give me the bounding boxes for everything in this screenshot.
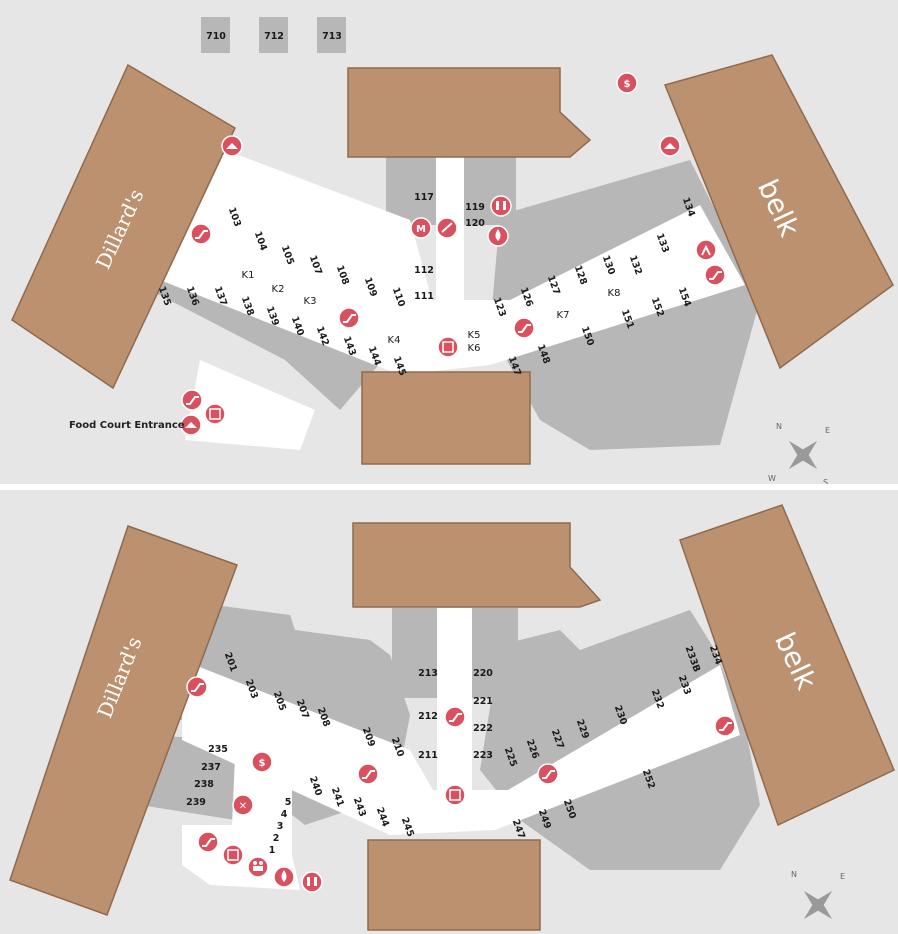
water-fountain-icon[interactable]	[273, 866, 295, 888]
level-1-center-walkway	[436, 155, 464, 330]
escalator-icon[interactable]	[704, 264, 726, 286]
unit-112[interactable]: 112	[414, 265, 434, 276]
svg-text:N: N	[776, 422, 782, 431]
escalator-icon[interactable]	[444, 706, 466, 728]
unit-212[interactable]: 212	[418, 711, 438, 722]
elevator-icon[interactable]	[204, 403, 226, 425]
top-center-anchor-l1[interactable]	[347, 67, 592, 158]
level-1-walkway	[160, 148, 745, 375]
unit-223[interactable]: 223	[473, 750, 493, 761]
kiosk-k8[interactable]: K8	[608, 288, 621, 299]
food-court-walkway	[185, 360, 315, 450]
svg-text:✕: ✕	[239, 801, 247, 812]
svg-text:S: S	[823, 478, 828, 484]
escalator-icon[interactable]	[181, 389, 203, 411]
bottom-center-anchor-l1[interactable]	[361, 371, 531, 465]
bottom-center-anchor-l2[interactable]	[367, 839, 541, 931]
dillards-anchor-l2[interactable]	[9, 525, 238, 916]
unit-235[interactable]: 235	[208, 744, 228, 755]
unit-4[interactable]: 4	[281, 809, 288, 820]
belk-anchor-l2[interactable]	[679, 504, 895, 827]
escalator-icon[interactable]	[537, 763, 559, 785]
unit-1[interactable]: 1	[269, 845, 276, 856]
level-1-amenities: M $	[180, 72, 726, 436]
restroom-icon[interactable]	[490, 195, 512, 217]
kiosk-k3[interactable]: K3	[304, 296, 317, 307]
kiosk-k6[interactable]: K6	[468, 343, 481, 354]
unit-label: 712	[264, 31, 284, 42]
atm-icon[interactable]: $	[616, 72, 638, 94]
kiosk-k2[interactable]: K2	[272, 284, 285, 295]
escalator-icon[interactable]	[190, 223, 212, 245]
escalator-icon[interactable]	[714, 715, 736, 737]
kiosk-k7[interactable]: K7	[557, 310, 570, 321]
unit-111[interactable]: 111	[414, 291, 434, 302]
unit-120[interactable]: 120	[465, 218, 485, 229]
level-2-walkway	[182, 660, 740, 835]
kiosk-k4[interactable]: K4	[388, 335, 401, 346]
cleaning-icon[interactable]	[436, 217, 458, 239]
unit-211[interactable]: 211	[418, 750, 438, 761]
unit-222[interactable]: 222	[473, 723, 493, 734]
unit-239[interactable]: 239	[186, 797, 206, 808]
top-center-anchor-l2[interactable]	[352, 522, 602, 608]
escalator-icon[interactable]	[186, 676, 208, 698]
kiosk-k1[interactable]: K1	[242, 270, 255, 281]
unit-2[interactable]: 2	[273, 833, 280, 844]
elevator-icon[interactable]	[444, 784, 466, 806]
entrance-icon[interactable]	[659, 135, 681, 157]
entrance-icon[interactable]	[221, 135, 243, 157]
unit-710-shape[interactable]	[201, 17, 230, 53]
level-1-svg: 710 712 713 Dillard's belk 1171191201031…	[11, 17, 894, 484]
escalator-icon[interactable]	[197, 831, 219, 853]
atm-icon[interactable]: $	[251, 751, 273, 773]
entrance-icon[interactable]	[180, 414, 202, 436]
kiosk-k5[interactable]: K5	[468, 330, 481, 341]
dillards-anchor-l1[interactable]	[11, 63, 236, 390]
food-court-entrance-label: Food Court Entrance	[69, 420, 185, 431]
unit-label: 710	[206, 31, 226, 42]
unit-221[interactable]: 221	[473, 696, 493, 707]
restroom-icon[interactable]	[301, 871, 323, 893]
svg-text:N: N	[791, 870, 797, 879]
unit-713-shape[interactable]	[317, 17, 346, 53]
unit-220[interactable]: 220	[473, 668, 493, 679]
compass-l1: N E W S	[768, 422, 830, 484]
compass-l2: N E	[791, 870, 845, 920]
unit-237[interactable]: 237	[201, 762, 221, 773]
escalator-icon[interactable]	[338, 307, 360, 329]
elevator-icon[interactable]	[222, 844, 244, 866]
mall-office-icon[interactable]: M	[410, 217, 432, 239]
belk-anchor-l1[interactable]	[663, 54, 894, 370]
level-2-amenities: $ ✕	[186, 676, 736, 893]
svg-text:$: $	[259, 758, 266, 769]
svg-text:E: E	[840, 872, 845, 881]
unit-712-shape[interactable]	[259, 17, 288, 53]
escalator-icon[interactable]	[513, 317, 535, 339]
unit-label: 713	[322, 31, 342, 42]
family-restroom-icon[interactable]	[247, 856, 269, 878]
exit-icon[interactable]	[695, 239, 717, 261]
svg-text:M: M	[416, 224, 426, 235]
svg-text:E: E	[825, 426, 830, 435]
unit-117[interactable]: 117	[414, 192, 434, 203]
dining-icon[interactable]: ✕	[232, 794, 254, 816]
svg-text:W: W	[768, 474, 776, 483]
unit-5[interactable]: 5	[285, 797, 292, 808]
svg-text:$: $	[624, 79, 631, 90]
unit-119[interactable]: 119	[465, 202, 485, 213]
unit-213[interactable]: 213	[418, 668, 438, 679]
unit-3[interactable]: 3	[277, 821, 284, 832]
unit-238[interactable]: 238	[194, 779, 214, 790]
elevator-icon[interactable]	[437, 336, 459, 358]
water-fountain-icon[interactable]	[487, 225, 509, 247]
escalator-icon[interactable]	[357, 763, 379, 785]
